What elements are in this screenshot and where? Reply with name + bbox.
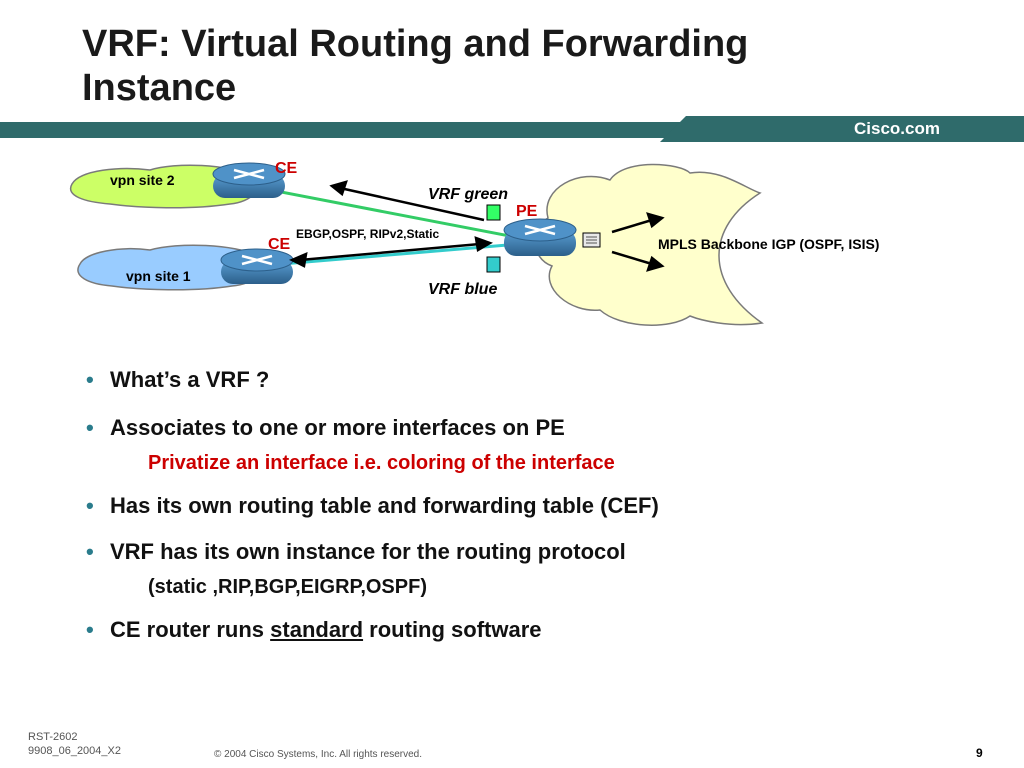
- sub-protocol-list: (static ,RIP,BGP,EIGRP,OSPF): [148, 576, 427, 598]
- vrf-blue-label: VRF blue: [428, 281, 498, 298]
- slide-title: VRF: Virtual Routing and Forwarding Inst…: [82, 22, 748, 110]
- title-line-1: VRF: Virtual Routing and Forwarding: [82, 23, 749, 65]
- footer-copyright: © 2004 Cisco Systems, Inc. All rights re…: [214, 749, 423, 760]
- brand-label: Cisco.com: [854, 119, 940, 138]
- header-band: [0, 116, 1024, 142]
- ce-router-text-underline: standard: [270, 617, 364, 642]
- sub-privatize: Privatize an interface i.e. coloring of …: [148, 452, 615, 474]
- vrf-green-box: [486, 204, 501, 221]
- bullet-instance: VRF has its own instance for the routing…: [84, 538, 984, 566]
- vpn-site-1-label: vpn site 1: [126, 268, 191, 284]
- bullet-associates: Associates to one or more interfaces on …: [84, 414, 984, 442]
- page-number: 9: [976, 746, 983, 760]
- ce-bottom-router: [220, 248, 294, 284]
- title-line-2: Instance: [82, 67, 237, 109]
- footer-code-2: 9908_06_2004_X2: [28, 745, 121, 757]
- bullet-list: What’s a VRF ? Associates to one or more…: [84, 366, 984, 644]
- ce-top-label: CE: [275, 160, 298, 177]
- ce-bottom-label: CE: [268, 236, 291, 253]
- footer-code-1: RST-2602: [28, 731, 78, 743]
- ce-router-text-pre: CE router runs: [110, 617, 271, 642]
- backbone-label: MPLS Backbone IGP (OSPF, ISIS): [658, 236, 880, 252]
- vrf-blue-box: [486, 256, 501, 273]
- backbone-arrows: [611, 212, 665, 272]
- vrf-diagram: [69, 162, 764, 326]
- vpn-site-2-label: vpn site 2: [110, 172, 175, 188]
- bullet-ce-router: CE router runs standard routing software: [84, 616, 984, 644]
- bullet-what-is-vrf: What’s a VRF ?: [84, 366, 984, 394]
- footer-codes: RST-2602 9908_06_2004_X2: [28, 730, 121, 758]
- ce-top-router: [212, 162, 286, 198]
- backbone-cloud: [534, 163, 764, 326]
- vrf-green-label: VRF green: [428, 186, 509, 203]
- pe-label: PE: [516, 203, 538, 220]
- protocols-label: EBGP,OSPF, RIPv2,Static: [296, 227, 440, 241]
- green-link: [249, 184, 521, 240]
- interface-icon: [582, 232, 601, 248]
- ce-router-text-post: routing software: [363, 617, 542, 642]
- bullet-routing-table: Has its own routing table and forwarding…: [84, 492, 984, 520]
- protocol-arrow: [289, 180, 493, 268]
- pe-router: [503, 218, 577, 256]
